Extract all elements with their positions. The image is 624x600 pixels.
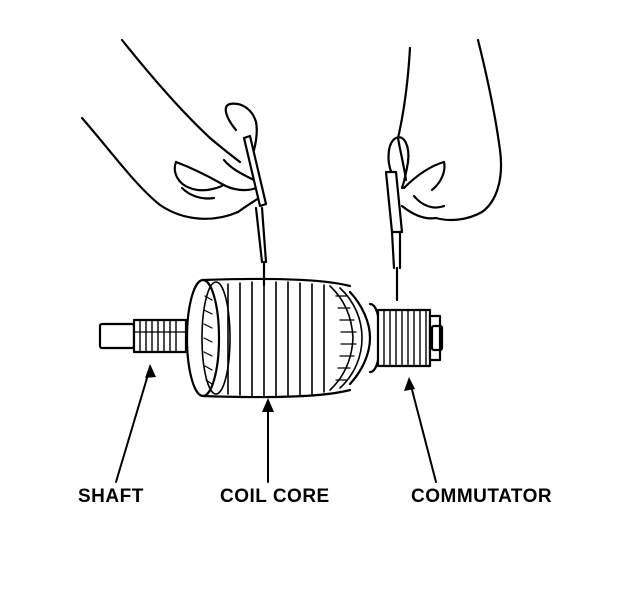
right-test-probe	[384, 136, 410, 302]
leader-arrowheads	[145, 364, 415, 412]
commutator	[368, 302, 444, 374]
coil-core	[185, 277, 372, 399]
left-test-probe	[224, 102, 268, 287]
leader-lines	[115, 367, 437, 483]
shaft-leader	[115, 367, 151, 483]
coil-core-label: COIL CORE	[220, 486, 330, 507]
commutator-label: COMMUTATOR	[411, 486, 553, 507]
left-hand	[80, 38, 264, 220]
shaft-label: SHAFT	[78, 486, 144, 507]
right-hand	[396, 38, 503, 222]
commutator-leader	[409, 381, 437, 483]
shaft	[98, 318, 188, 354]
